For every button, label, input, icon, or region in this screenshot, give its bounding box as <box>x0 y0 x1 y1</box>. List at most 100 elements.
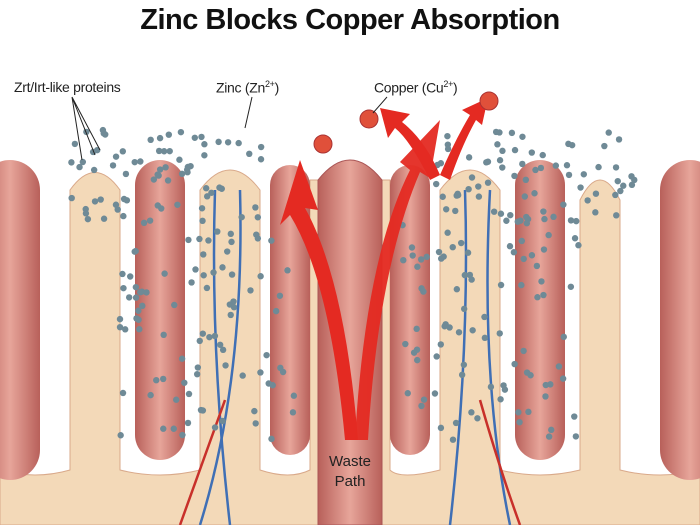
zinc-ion <box>511 360 518 368</box>
zinc-ion <box>432 180 440 188</box>
zinc-ion <box>454 190 461 198</box>
zinc-ion <box>408 244 416 251</box>
zinc-ion <box>545 231 552 239</box>
zinc-ion <box>178 170 186 178</box>
zinc-ion <box>469 327 476 334</box>
zinc-ion <box>137 288 144 296</box>
zinc-ion <box>146 217 154 224</box>
zinc-ion <box>601 142 608 150</box>
zinc-ion <box>444 229 451 236</box>
zinc-ion <box>464 249 472 256</box>
zinc-ion <box>517 217 524 224</box>
zinc-ion <box>238 213 245 221</box>
zinc-ion <box>184 169 191 176</box>
zinc-ion <box>532 166 539 174</box>
zinc-ion <box>228 271 236 278</box>
copper-ion <box>359 109 379 129</box>
zinc-ion <box>140 219 148 227</box>
zinc-ion <box>515 409 522 416</box>
zinc-ion <box>119 148 127 155</box>
zinc-ion <box>120 284 127 292</box>
zinc-ion <box>518 237 526 245</box>
zinc-ion <box>452 419 460 427</box>
zinc-ion <box>484 179 492 186</box>
zinc-ion <box>465 185 472 193</box>
zinc-ion <box>188 279 195 286</box>
zinc-ion <box>420 396 428 403</box>
zinc-ion <box>465 154 473 161</box>
zinc-ion <box>444 132 451 140</box>
zinc-ion <box>547 381 554 388</box>
zinc-ion <box>139 302 146 310</box>
zinc-ion <box>247 287 254 294</box>
zinc-ion <box>435 248 443 256</box>
zinc-ion <box>162 164 169 171</box>
zinc-ion <box>199 217 206 225</box>
zinc-ion <box>475 183 482 190</box>
zinc-ion <box>534 294 541 301</box>
zinc-ion <box>519 133 526 140</box>
leader-lines <box>71 96 388 161</box>
zinc-ion <box>550 213 557 221</box>
zinc-ion <box>90 166 98 174</box>
zinc-ion <box>542 393 549 400</box>
zinc-ion <box>230 298 237 305</box>
copper-ion <box>313 134 333 154</box>
zinc-ion <box>539 151 546 159</box>
zinc-ion <box>540 208 547 215</box>
zinc-ion <box>131 248 138 255</box>
zinc-ion <box>178 355 186 362</box>
zinc-ion <box>257 369 264 376</box>
zinc-ion <box>290 392 298 399</box>
zinc-ion <box>496 330 503 337</box>
zinc-ion <box>219 417 226 425</box>
zinc-ion <box>490 208 498 215</box>
zinc-ion <box>155 147 163 155</box>
zinc-ion <box>219 264 226 271</box>
zinc-ion <box>185 236 192 244</box>
zinc-ion <box>560 333 567 341</box>
zinc-ion <box>224 139 232 146</box>
zinc-ion <box>199 330 207 337</box>
zinc-ion <box>84 215 92 223</box>
zinc-ion <box>452 207 459 215</box>
zinc-ion <box>200 272 207 279</box>
zinc-ion <box>409 252 416 259</box>
zinc-ion <box>527 372 534 379</box>
zinc-ion <box>208 189 215 196</box>
zinc-ion <box>91 198 99 205</box>
zinc-ion <box>131 158 138 166</box>
zinc-ion <box>170 425 177 432</box>
label-zinc-sup: 2+ <box>264 79 275 89</box>
zinc-ion <box>506 243 514 250</box>
zinc-ion <box>200 251 207 258</box>
label-copper: Copper (Cu2+) <box>374 79 458 96</box>
zinc-ion <box>560 201 567 208</box>
zinc-ion <box>199 407 207 414</box>
zinc-ion <box>179 431 186 439</box>
zinc-ion <box>252 204 259 211</box>
zinc-ion <box>497 396 504 403</box>
zinc-ion <box>484 158 492 165</box>
zinc-ion <box>496 157 504 164</box>
zinc-ion <box>444 145 452 153</box>
villus <box>135 160 185 460</box>
zinc-ion <box>191 134 199 141</box>
zinc-ion <box>235 139 242 147</box>
zinc-ion <box>413 325 420 333</box>
zinc-ion <box>487 383 495 391</box>
arrow <box>355 120 440 440</box>
zinc-ion <box>154 171 161 178</box>
zinc-ion <box>565 171 573 179</box>
label-copper-sup: 2+ <box>443 79 454 89</box>
zinc-ion <box>173 396 180 403</box>
zinc-ion <box>127 273 134 280</box>
zinc-ion <box>449 243 456 251</box>
zinc-ion <box>628 173 635 180</box>
zinc-ion <box>503 217 510 224</box>
zinc-ion <box>160 375 167 383</box>
zinc-ion <box>227 311 234 319</box>
zinc-ion <box>269 382 276 389</box>
zinc-ion <box>272 307 280 315</box>
